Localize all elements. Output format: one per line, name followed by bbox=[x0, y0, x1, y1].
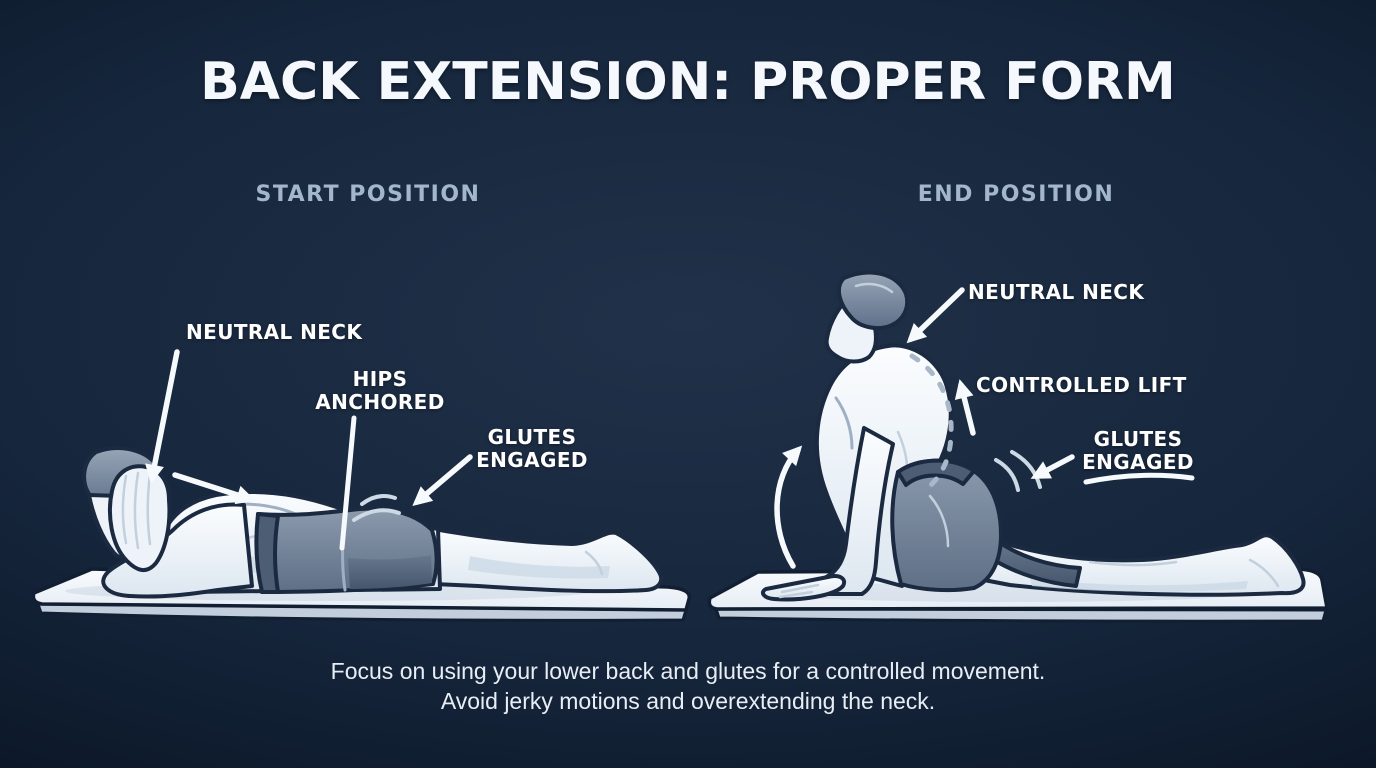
start-figure bbox=[82, 446, 664, 599]
end-figure bbox=[761, 270, 1306, 602]
end-figure-far-thigh bbox=[992, 538, 1082, 588]
page-title: BACK EXTENSION: PROPER FORM bbox=[200, 52, 1176, 112]
start-glute-motion-lines bbox=[360, 494, 397, 506]
label-neutral-neck-start: NEUTRAL NECK bbox=[186, 320, 363, 344]
footer-note: Focus on using your lower back and glute… bbox=[0, 656, 1376, 716]
start-figure-legs bbox=[426, 526, 664, 594]
dashed-spine-curve bbox=[909, 353, 954, 489]
footer-line-2: Avoid jerky motions and overextending th… bbox=[440, 688, 936, 714]
arrow-neutral-neck-end bbox=[906, 287, 965, 344]
arrow-upper-back-start bbox=[172, 472, 256, 505]
curved-lift-arrow bbox=[774, 445, 803, 569]
pointer-line-hips-anchored bbox=[339, 415, 357, 551]
start-figure-forearm bbox=[101, 502, 254, 599]
end-glute-motion-lines bbox=[994, 458, 1020, 492]
label-hips-anchored: HIPS ANCHORED bbox=[315, 367, 445, 415]
end-position-heading: END POSITION bbox=[917, 182, 1115, 207]
underline-glutes-engaged bbox=[1083, 472, 1195, 485]
start-position-heading: START POSITION bbox=[255, 182, 481, 207]
label-glutes-engaged-end: GLUTES ENGAGED bbox=[1082, 427, 1194, 475]
arrow-glutes-engaged-start bbox=[412, 454, 473, 506]
arrow-neutral-neck-start bbox=[145, 349, 180, 484]
label-controlled-lift: CONTROLLED LIFT bbox=[976, 373, 1187, 397]
footer-line-1: Focus on using your lower back and glute… bbox=[330, 658, 1046, 684]
label-neutral-neck-end: NEUTRAL NECK bbox=[968, 280, 1145, 304]
arrow-controlled-lift bbox=[954, 379, 976, 436]
label-glutes-engaged-start: GLUTES ENGAGED bbox=[476, 425, 588, 473]
arrow-glutes-engaged-end bbox=[1030, 454, 1075, 479]
